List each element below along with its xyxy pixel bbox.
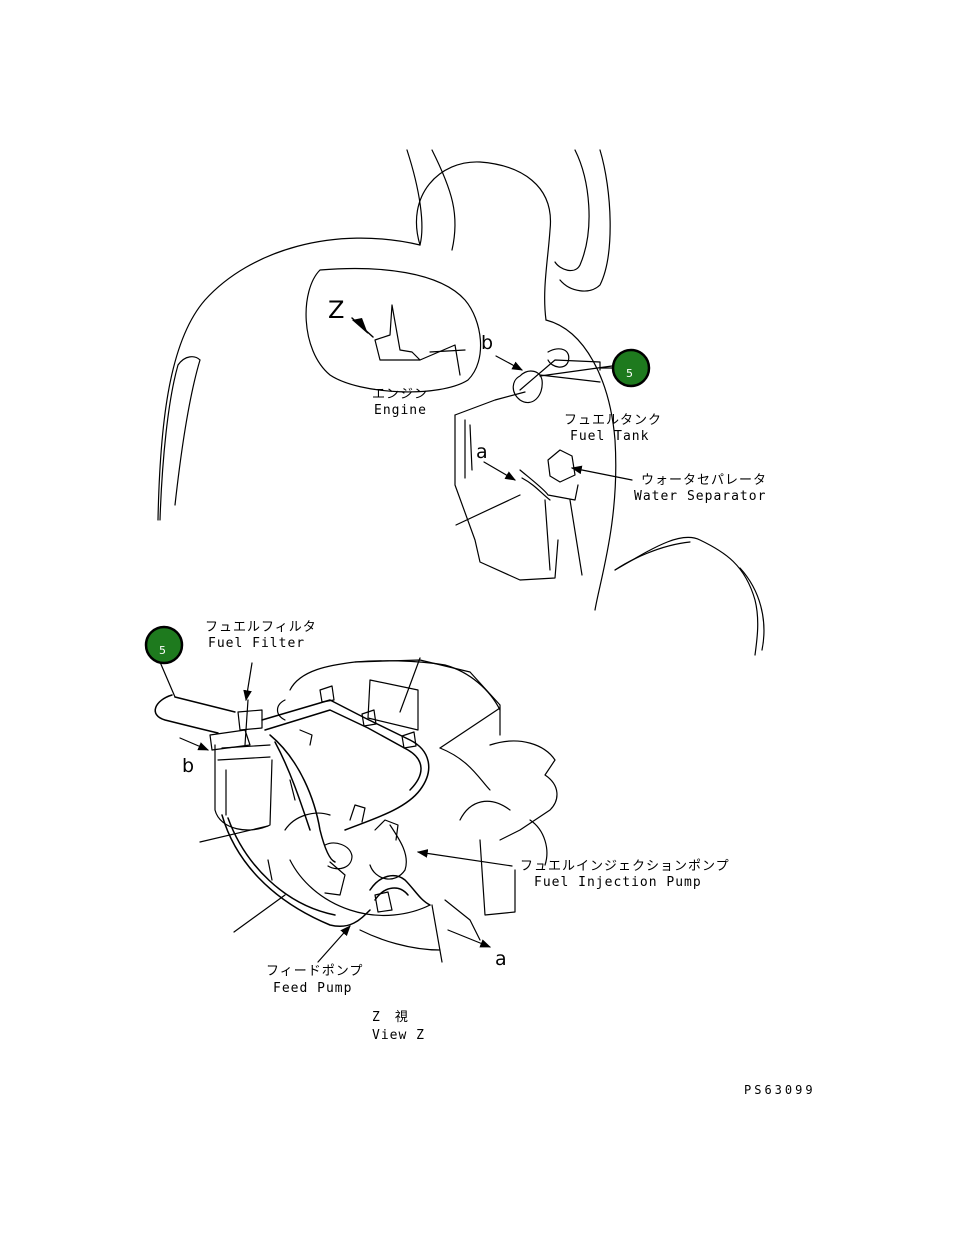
view-caption-jp: Z 視 [372, 1010, 409, 1025]
fuel-injection-pump-label-en: Fuel Injection Pump [534, 875, 702, 890]
bottom-leader-lines [159, 661, 513, 963]
callout-badge-top[interactable]: 5 [611, 348, 651, 388]
fuel-tank-label-jp: フュエルタンク [564, 413, 662, 428]
callout-badge-number: 5 [159, 644, 166, 657]
ref-a-bottom: a [495, 948, 507, 970]
feed-pump-label-jp: フィードポンプ [266, 964, 363, 979]
machine-outline [157, 149, 765, 656]
top-leader-lines [483, 355, 633, 481]
fuel-filter-label-jp: フュエルフィルタ [205, 620, 317, 635]
fuel-tank-label-en: Fuel Tank [570, 429, 649, 444]
fuel-injection-pump-label-jp: フュエルインジェクションポンプ [520, 859, 730, 874]
engine-label-en: Engine [374, 403, 427, 418]
ref-a-top: a [476, 441, 488, 463]
water-separator-label-en: Water Separator [634, 489, 766, 504]
view-marker-z: Z [328, 296, 344, 324]
callout-badge-number: 5 [626, 367, 633, 380]
engine-detail-drawing [154, 657, 558, 963]
fuel-filter-label-en: Fuel Filter [208, 636, 305, 651]
water-separator-label-jp: ウォータセパレータ [641, 473, 767, 488]
callout-badge-bottom[interactable]: 5 [144, 625, 184, 665]
view-caption-en: View Z [372, 1028, 425, 1043]
ref-b-bottom: b [182, 755, 194, 777]
feed-pump-label-en: Feed Pump [273, 981, 352, 996]
ref-b-top: b [481, 332, 493, 354]
drawing-code: PS63099 [744, 1083, 816, 1097]
engine-label-jp: エンジン [372, 387, 428, 402]
engine-inset [305, 267, 482, 393]
